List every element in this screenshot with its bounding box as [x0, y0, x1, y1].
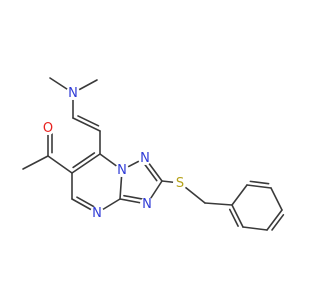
nitrogen-atom-label: N	[117, 163, 127, 178]
bond-c6-cco	[47, 155, 73, 174]
bond-ph4-ph5	[266, 209, 283, 231]
atom-label-backgrounds	[41, 86, 187, 220]
nitrogen-atom-label-background	[66, 86, 80, 100]
nitrogen-atom-label-background	[138, 151, 152, 165]
oxygen-atom-label: O	[43, 121, 53, 136]
bond-ph4-ph5-second-line	[271, 214, 285, 231]
nitrogen-atom-label: N	[68, 86, 78, 101]
bond-ph5-ph6	[242, 226, 268, 231]
bond-ch2-ph1	[204, 202, 233, 206]
nitrogen-atom-label: N	[142, 197, 152, 212]
nitrogen-atom-label-background	[115, 163, 129, 177]
bond-ph6-ph1	[231, 204, 244, 228]
bond-ph2-ph3-second-line	[249, 180, 270, 185]
sulfur-atom-label: S	[176, 176, 184, 191]
bond-c7-c6	[71, 153, 101, 174]
bond-vinA-vinB-second-line	[77, 115, 100, 127]
bond-n1-c2-second-line	[143, 162, 158, 182]
bond-c5-n4-second-line	[76, 196, 97, 209]
bond-ph1-ph2	[231, 184, 248, 206]
sulfur-atom-label-background	[173, 176, 187, 190]
bond-n3-c3a-second-line	[123, 194, 146, 201]
bond-cco-cme	[22, 155, 49, 170]
nitrogen-atom-label: N	[92, 206, 102, 221]
nitrogen-atom-label-background	[90, 206, 104, 220]
bond-ph2-ph3	[246, 184, 272, 189]
oxygen-atom-label-background	[41, 121, 55, 135]
bond-c7-c6-second-line	[72, 152, 96, 169]
nitrogen-atom-label-background	[140, 197, 154, 211]
bond-vinA-vinB	[72, 117, 101, 132]
bond-ph6-ph1-second-line	[228, 208, 239, 227]
nitrogen-atom-label: N	[140, 151, 150, 166]
bond-ph3-ph4	[270, 187, 283, 211]
